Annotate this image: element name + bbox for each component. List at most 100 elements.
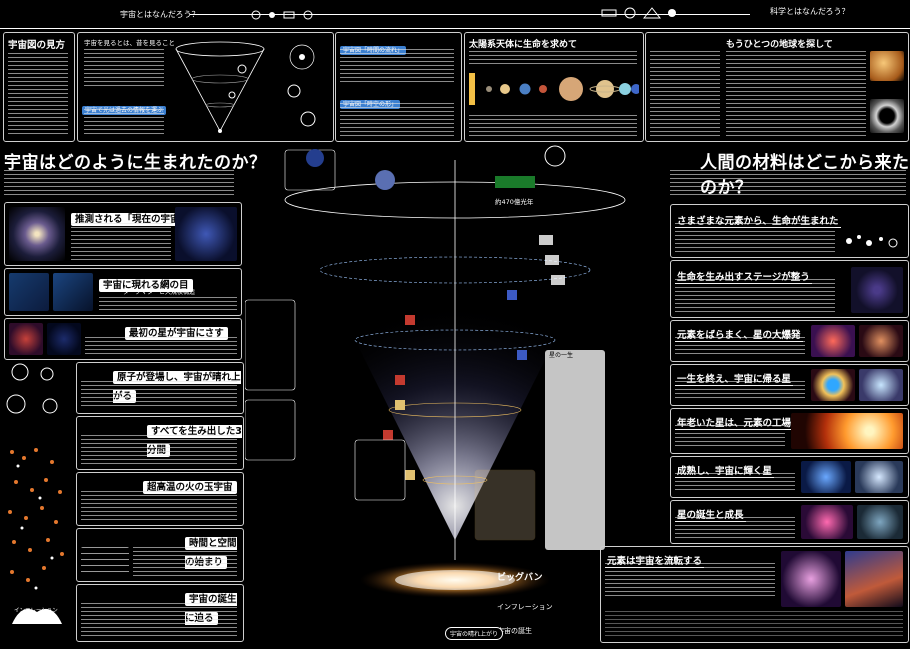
spacetime-start-text	[133, 547, 237, 577]
star-death-text	[675, 381, 805, 401]
red-giant-photo	[791, 413, 903, 449]
left-intro-text	[4, 170, 234, 198]
another-earth-panel: もうひとつの地球を探して	[645, 32, 909, 142]
cycle-photo-1	[781, 551, 841, 607]
another-earth-text-left	[650, 51, 720, 137]
another-earth-text	[726, 51, 866, 137]
recombination-text	[81, 381, 237, 409]
right-intro-text	[670, 170, 906, 198]
distance-label: 約470億光年	[495, 198, 534, 206]
spacetime-text	[340, 103, 454, 137]
cone-diagram-small	[170, 39, 270, 137]
first-star-photo-1	[9, 323, 43, 355]
exoplanet-photo	[870, 51, 904, 81]
see-stars-text	[84, 49, 164, 89]
cluster-photo-1	[801, 461, 851, 493]
birth-panel: 宇宙の誕生に迫る	[76, 584, 244, 642]
fireball-text	[81, 491, 237, 521]
top-icons-left	[250, 6, 320, 20]
credits-text	[605, 611, 903, 637]
recombination-panel: 原子が登場し、宇宙が晴れ上がる	[76, 362, 244, 414]
see-stars-label: 宇宙を見るとは、昔を見ること	[84, 39, 175, 47]
time-flow-text	[340, 49, 454, 85]
mature-star-title: 成熟し、宇宙に輝く星	[675, 466, 775, 478]
three-minutes-text	[81, 435, 237, 465]
element-factory-text	[675, 425, 785, 449]
stage-text	[675, 279, 835, 313]
bigbang-label: ビッグバン	[497, 573, 543, 583]
left-headline: 宇宙はどのように生まれたのか？	[4, 153, 267, 173]
supernova-text	[675, 337, 805, 357]
current-universe-panel: 推測される「現在の宇宙」の姿	[4, 202, 242, 266]
fireball-panel: 超高温の火の玉宇宙	[76, 472, 244, 526]
planets-row	[469, 69, 641, 109]
star-forming-photo-1	[801, 505, 853, 539]
fireball-title: 超高温の火の玉宇宙	[143, 475, 237, 494]
cosmic-cone-diagram: 約470億光年 星の一生 ビッグバン インフレーション 宇宙の誕生 宇宙の晴れ上…	[244, 140, 665, 645]
first-star-photo-2	[47, 323, 81, 355]
how-to-read-text	[8, 53, 68, 135]
nebula-photo-2	[859, 369, 903, 401]
how-to-read-title: 宇宙図の見方	[8, 40, 66, 51]
star-forming-photo-2	[857, 505, 903, 539]
element-factory-panel: 年老いた星は、元素の工場	[670, 408, 909, 454]
galaxy-photo	[9, 207, 65, 261]
mature-star-text	[675, 473, 795, 493]
solar-system-panel: 太陽系天体に生命を求めて	[464, 32, 644, 142]
cosmic-web-title: 宇宙に現れる網の目	[99, 273, 193, 292]
universe-birth-label: 宇宙の誕生	[497, 627, 532, 635]
top-icons-right	[600, 5, 680, 19]
time-flow-panel: 宇宙図「時間の流れ」 宇宙図「時空の形」	[335, 32, 462, 142]
element-cycle-text	[605, 563, 775, 599]
cosmic-web-text	[99, 297, 237, 311]
elements-life-panel: さまざまな元素から、生命が生まれた	[670, 204, 909, 258]
solar-system-text	[469, 51, 637, 65]
first-stars-title: 最初の星が宇宙にさす	[125, 321, 228, 340]
first-stars-text	[85, 337, 237, 355]
timeline-table	[81, 547, 129, 577]
past-info-text	[84, 109, 164, 137]
star-birth-title: 星の誕生と成長	[675, 510, 746, 522]
seeing-past-panel: 宇宙を見るとは、昔を見ること 宇宙で光は過去の情報を運ぶ	[77, 32, 334, 142]
first-stars-panel: 最初の星が宇宙にさす	[4, 318, 242, 360]
stage-title: 生命を生み出すステージが整う	[675, 272, 812, 284]
question-science: 科学とはなんだろう？	[770, 7, 850, 16]
deep-field-photo	[175, 207, 237, 261]
star-life-label: 星の一生	[549, 352, 574, 359]
star-death-title: 一生を終え、宇宙に帰る星	[675, 374, 794, 386]
mature-star-panel: 成熟し、宇宙に輝く星	[670, 456, 909, 498]
center-inflation-label: インフレーション	[497, 603, 553, 611]
star-death-panel: 一生を終え、宇宙に帰る星	[670, 364, 909, 406]
star-birth-text	[675, 517, 795, 539]
element-cycle-title: 元素は宇宙を流転する	[605, 556, 705, 568]
spacetime-start-panel: 時間と空間の始まり	[76, 528, 244, 582]
elements-life-text	[675, 223, 835, 253]
nebula-photo-1	[811, 369, 855, 401]
top-bar: 宇宙とはなんだろう？ 科学とはなんだろう？	[0, 0, 910, 29]
current-universe-text	[71, 223, 171, 261]
elements-life-title: さまざまな元素から、生命が生まれた	[675, 216, 841, 228]
question-universe: 宇宙とはなんだろう？	[120, 10, 200, 19]
top-timeline-line	[190, 14, 750, 15]
pillars-photo	[845, 551, 903, 607]
origin-label: 宇宙の晴れ上がり	[445, 627, 504, 640]
molecule-illustration	[841, 211, 905, 255]
planets-caption	[469, 115, 637, 137]
left-inflation-label: インフレーション	[14, 608, 58, 614]
orbit-sketches	[274, 41, 330, 137]
another-earth-title: もうひとつの地球を探して	[726, 40, 833, 50]
three-minutes-panel: すべてを生み出した3分間	[76, 416, 244, 470]
disk-photo	[870, 99, 904, 133]
cosmic-web-subtitle: ダークマターと大規模構造	[123, 289, 196, 296]
element-factory-title: 年老いた星は、元素の工場	[675, 418, 794, 430]
protoplanet-photo	[851, 267, 903, 313]
cosmic-web-panel: 宇宙に現れる網の目 ダークマターと大規模構造	[4, 268, 242, 316]
stage-panel: 生命を生み出すステージが整う	[670, 260, 909, 318]
birth-text	[81, 603, 237, 637]
how-to-read-panel: 宇宙図の見方	[3, 32, 75, 142]
solar-system-title: 太陽系天体に生命を求めて	[469, 40, 578, 50]
star-birth-panel: 星の誕生と成長	[670, 500, 909, 544]
web-photo-1	[9, 273, 49, 311]
element-cycle-panel: 元素は宇宙を流転する	[600, 546, 909, 643]
supernova-title: 元素をばらまく、星の大爆発	[675, 330, 803, 342]
